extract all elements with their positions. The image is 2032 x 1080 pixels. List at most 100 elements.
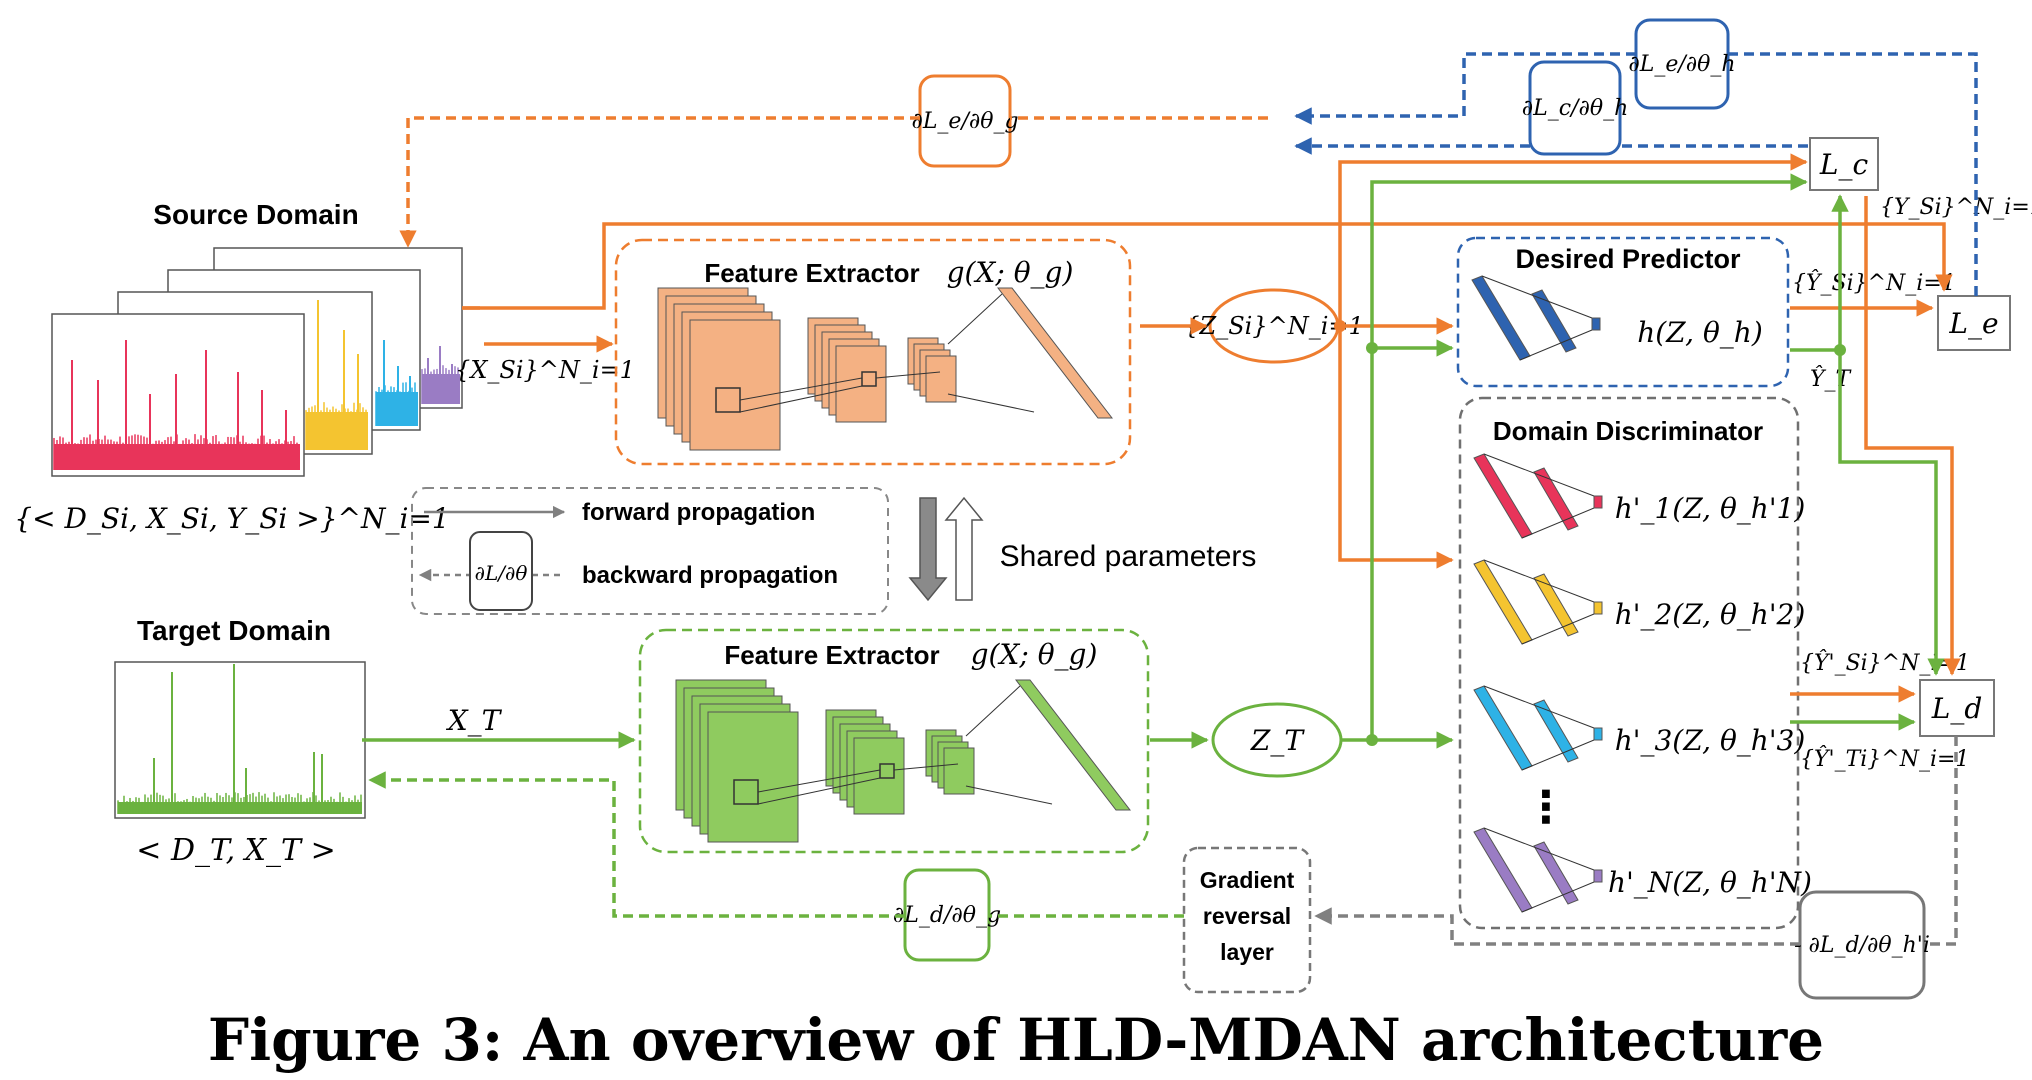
head-layer-2: [1531, 289, 1577, 353]
source-domain-stack: [51, 247, 463, 477]
projection-line: [947, 293, 1003, 345]
feature-extractor-source-box: [614, 238, 1132, 466]
head-edge: [1483, 827, 1595, 871]
projection-line: [965, 785, 1053, 805]
loss-lc-label: L_c: [1819, 148, 1869, 181]
junction-source: [1334, 320, 1346, 332]
y-source-hat-label: {Ŷ_Si}^N_i=1: [1792, 269, 1956, 296]
projection-line: [947, 393, 1035, 413]
source-set-label: {< D_Si, X_Si, Y_Si >}^N_i=1: [14, 502, 449, 535]
gradient-reversal-line2: reversal: [1203, 903, 1291, 929]
head-output: [1593, 727, 1603, 741]
grad-dld-dthhi-label: - ∂L_d/∂θ_h'i: [1794, 933, 1930, 958]
y-target-hat-label: Ŷ_T: [1810, 365, 1853, 392]
head-layer-1: [1473, 685, 1533, 771]
dense-layer: [996, 287, 1114, 419]
yellow-series: [305, 300, 368, 450]
red-series: [53, 340, 300, 470]
junction-target-upper: [1366, 342, 1378, 354]
feature-extractor-source-func: g(X; θ_g): [947, 256, 1074, 289]
grad-dle-dthg-label: ∂L_e/∂θ_g: [911, 109, 1018, 134]
conv-layer-3: [943, 747, 975, 795]
green-series: [117, 664, 362, 814]
projection-line: [739, 385, 863, 413]
discriminator-ellipsis: ⋮: [1524, 783, 1568, 832]
gradient-reversal-line1: Gradient: [1200, 867, 1295, 893]
source-domain-title: Source Domain: [153, 199, 358, 230]
head-layer-1: [1473, 453, 1533, 539]
cnn-layers-source: [657, 287, 1114, 451]
conv-layer-1: [689, 319, 781, 451]
head-layer-2: [1533, 467, 1579, 531]
source-input-label: {X_Si}^N_i=1: [455, 356, 635, 384]
grad-dlc-dthh-box: [1528, 60, 1622, 156]
projection-line: [875, 371, 941, 379]
shared-parameters-arrows: [908, 496, 984, 602]
discriminator-heads: h'_1(Z, θ_h'1) h'_2(Z, θ_h'2) h'_3(Z, θ_h'…: [1473, 453, 1812, 913]
gradient-reversal-box: [1182, 846, 1312, 994]
conv-layer-2: [853, 737, 905, 815]
discriminator-head-4: h'_N(Z, θ_h'N): [1473, 827, 1812, 913]
head-edge: [1521, 507, 1595, 539]
projection-line: [965, 685, 1021, 737]
feature-extractor-target-func: g(X; θ_g): [971, 638, 1098, 671]
receptive-field: [861, 371, 877, 387]
cnn-layers-target: [675, 679, 1132, 843]
desired-predictor-box: [1456, 236, 1790, 388]
junction-yt: [1834, 344, 1846, 356]
projection-line: [893, 763, 959, 771]
projection-line: [757, 777, 881, 805]
target-domain-title: Target Domain: [137, 615, 331, 646]
discriminator-head-label: h'_2(Z, θ_h'2): [1615, 598, 1806, 631]
head-edge: [1521, 881, 1595, 913]
conv-layer-1: [707, 711, 799, 843]
shared-parameters-label: Shared parameters: [1000, 540, 1257, 573]
target-input-label: X_T: [446, 704, 503, 737]
y-target-domain-label: {Ŷ'_Ti}^N_i=1: [1800, 745, 1969, 772]
y-source-true-label: {Y_Si}^N_i=1: [1880, 195, 2032, 220]
legend-backward-label: backward propagation: [582, 562, 838, 589]
head-output: [1593, 495, 1603, 509]
loss-ld-label: L_d: [1931, 692, 1983, 725]
gradient-reversal-line3: layer: [1220, 939, 1274, 965]
projection-line: [757, 769, 881, 793]
loss-le-label: L_e: [1948, 307, 1998, 340]
projection-line: [739, 377, 863, 401]
conv-layer-2: [835, 345, 887, 423]
head-layer-1: [1471, 275, 1531, 361]
desired-predictor-func: h(Z, θ_h): [1637, 316, 1763, 349]
z-target-label: Z_T: [1250, 724, 1305, 757]
legend-box: [411, 487, 889, 615]
head-edge: [1519, 329, 1593, 361]
head-edge: [1521, 739, 1595, 771]
domain-discriminator-box: [1458, 396, 1800, 930]
purple-series: [421, 346, 460, 404]
head-layer-1: [1473, 559, 1533, 645]
discriminator-head-1: h'_1(Z, θ_h'1): [1473, 453, 1806, 539]
target-domain-chart: [114, 661, 366, 819]
grad-dle-dthh-label: ∂L_e/∂θ_h: [1628, 52, 1735, 77]
domain-discriminator-title: Domain Discriminator: [1493, 416, 1763, 446]
discriminator-head-3: h'_3(Z, θ_h'3): [1473, 685, 1806, 771]
grad-dle-dthh-box: [1634, 18, 1730, 110]
cyan-series: [375, 340, 418, 426]
feature-extractor-target-title: Feature Extractor: [724, 640, 939, 670]
head-output: [1593, 869, 1603, 883]
head-edge: [1483, 453, 1595, 497]
feature-extractor-source-title: Feature Extractor: [704, 258, 919, 288]
head-output: [1593, 601, 1603, 615]
discriminator-head-label: h'_3(Z, θ_h'3): [1615, 724, 1806, 757]
loss-le-box: [1937, 295, 2011, 351]
grad-dle-dthg-box: [918, 74, 1012, 168]
head-edge: [1483, 559, 1595, 603]
head-layer-2: [1533, 573, 1579, 637]
discriminator-head-label: h'_1(Z, θ_h'1): [1615, 492, 1806, 525]
figure-caption: Figure 3: An overview of HLD-MDAN archit…: [208, 1006, 1824, 1074]
head-layer-1: [1473, 827, 1533, 913]
head-edge: [1483, 685, 1595, 729]
feature-extractor-target-box: [638, 628, 1150, 854]
legend-forward-label: forward propagation: [582, 499, 815, 526]
junction-target: [1366, 734, 1378, 746]
head-edge: [1481, 275, 1593, 319]
